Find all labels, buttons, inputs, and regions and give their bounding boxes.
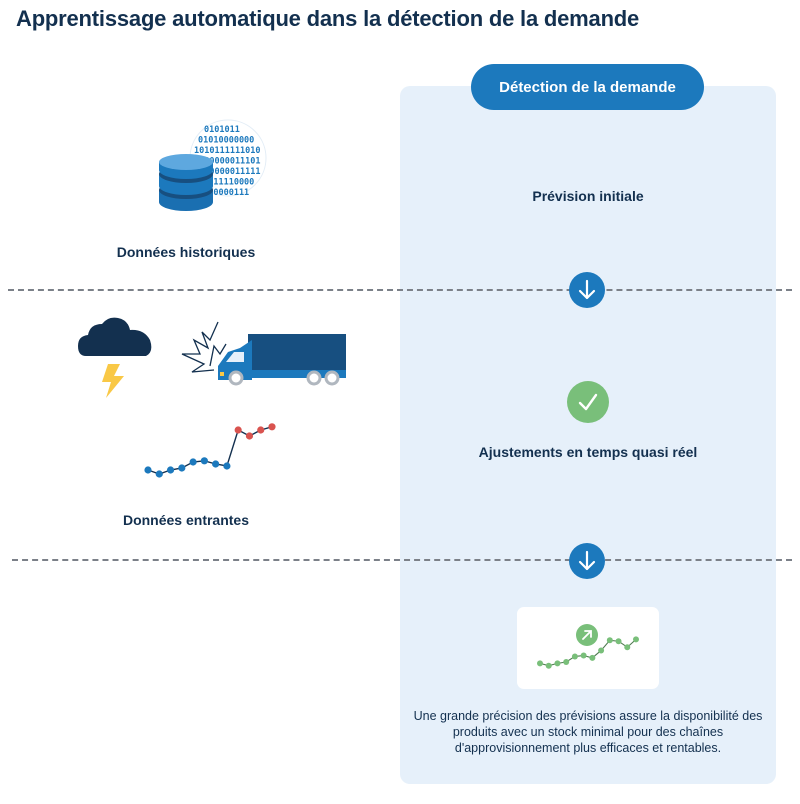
forecast-point: [624, 644, 631, 651]
data-point: [200, 457, 208, 465]
binary-row: 0000000011111: [194, 167, 261, 177]
forecast-point: [571, 653, 578, 660]
forecast-point: [537, 660, 543, 667]
forecast-point: [598, 647, 605, 654]
divider-line-2: [12, 559, 792, 561]
historical-data-label: Données historiques: [116, 244, 256, 260]
forecast-line: [539, 638, 637, 667]
binary-row: 0000000111: [198, 188, 249, 198]
forecast-point: [580, 652, 587, 659]
binary-row: 1010111111010: [194, 146, 261, 156]
binary-row: 01010000000: [198, 136, 254, 146]
data-point: [189, 458, 197, 466]
incoming-data-label: Données entrantes: [122, 512, 250, 528]
demand-sensing-header: Détection de la demande: [471, 64, 704, 110]
truck-disruption-icon: [181, 321, 346, 386]
binary-row: 1000000011101: [194, 157, 261, 167]
forecast-point: [563, 659, 570, 665]
page-title: Apprentissage automatique dans la détect…: [16, 6, 640, 31]
anomaly-point: [245, 432, 254, 440]
data-point: [166, 466, 175, 474]
forecast-point: [606, 637, 613, 644]
near-real-time-adjustments-label: Ajustements en temps quasi réel: [478, 444, 698, 460]
data-point: [144, 466, 152, 474]
arrow-down-icon: [569, 272, 605, 308]
forecast-point: [633, 636, 639, 643]
trend-up-arrow-icon: [576, 624, 598, 646]
line-chart-spike-icon: [144, 423, 276, 478]
divider-line-1: [8, 289, 792, 291]
forecast-point: [589, 654, 596, 661]
data-point: [178, 464, 186, 472]
forecast-trend-card: [517, 607, 659, 689]
binary-row: 01011110000: [198, 178, 254, 188]
anomaly-point: [257, 426, 265, 434]
forecast-point: [554, 660, 561, 667]
initial-forecast-label: Prévision initiale: [532, 188, 644, 204]
storm-cloud-icon: [78, 317, 152, 398]
data-point: [155, 470, 163, 478]
data-point: [212, 460, 220, 468]
data-point: [223, 462, 231, 470]
forecast-point: [545, 662, 552, 669]
forecast-point: [615, 638, 622, 645]
check-icon: [567, 381, 609, 423]
trend-up-chart-icon: [537, 636, 639, 669]
binary-row: 0101011: [204, 125, 240, 135]
anomaly-point: [268, 423, 276, 431]
database-binary-icon: 0101011010100000001010111111010100000001…: [159, 119, 267, 211]
anomaly-point: [234, 426, 242, 434]
incoming-line: [147, 426, 273, 475]
description-text: Une grande précision des prévisions assu…: [413, 709, 763, 755]
arrow-down-icon: [569, 543, 605, 579]
